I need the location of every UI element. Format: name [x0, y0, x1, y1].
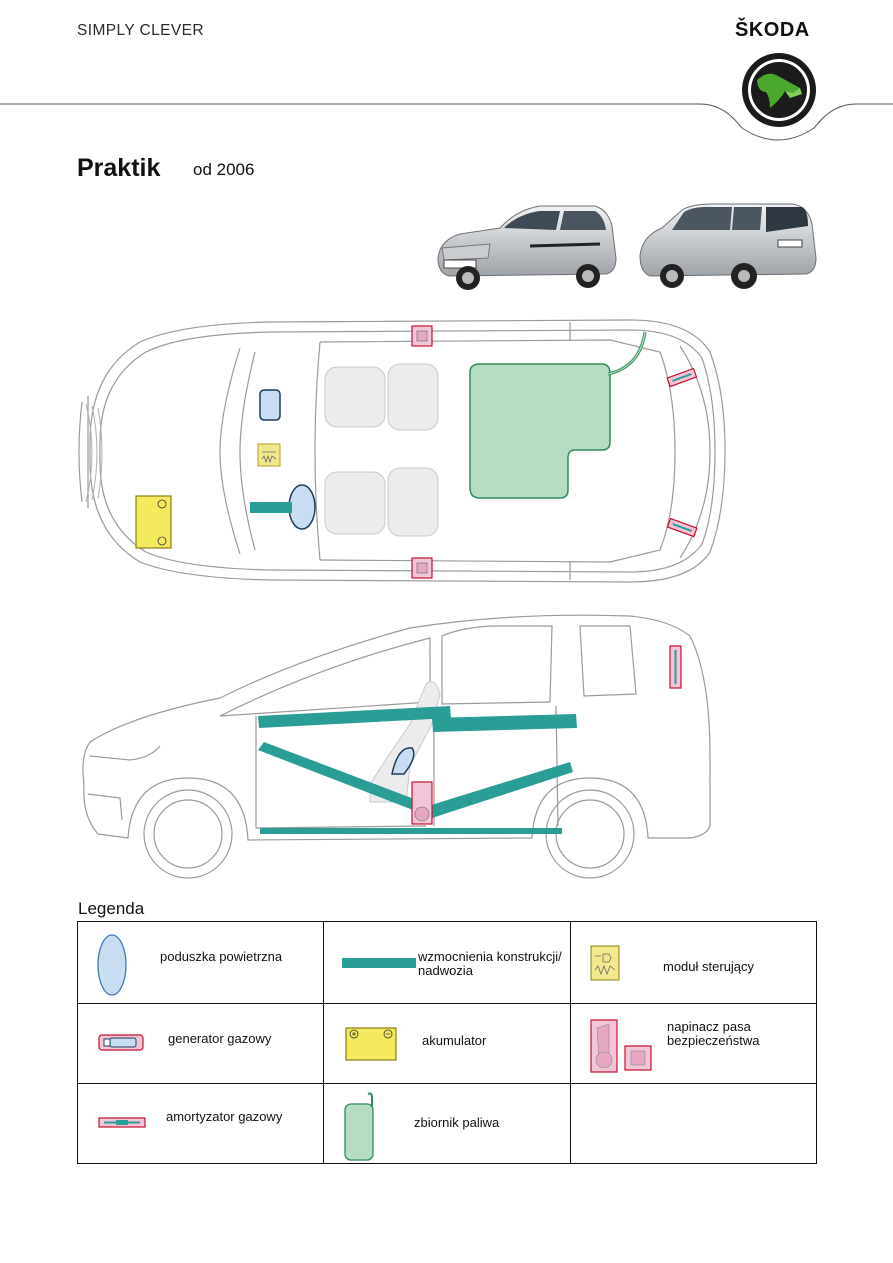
legend-item-reinforcement: wzmocnienia konstrukcji/ nadwozia [324, 922, 570, 1003]
fuel-filler-pipe [607, 331, 647, 376]
legend-item-control-module: moduł sterujący [571, 922, 817, 1003]
reinforcement-icon [342, 958, 416, 968]
legend-item-seatbelt-tensioner: napinacz pasa bezpieczeństwa [571, 1004, 817, 1085]
legend-label: amortyzator gazowy [166, 1109, 283, 1124]
car-rear-photo [639, 203, 817, 289]
front-seats [324, 363, 439, 537]
fuel-tank-icon [344, 1092, 374, 1161]
side-airbag [391, 747, 415, 775]
legend-item-airbag: poduszka powietrzna [78, 922, 324, 1003]
legend-item-gas-generator: generator gazowy [78, 1004, 324, 1085]
header-decoration [0, 53, 893, 141]
car-side-outline [82, 614, 711, 879]
legend-item-gas-strut: amortyzator gazowy [78, 1084, 324, 1165]
skoda-logo-icon [742, 53, 816, 127]
legend-label: moduł sterujący [663, 959, 755, 974]
steering-column-reinforcement [250, 502, 292, 513]
legend-item-battery: akumulator [324, 1004, 570, 1085]
passenger-airbag [259, 389, 281, 421]
legend-title: Legenda [78, 899, 145, 918]
seatbelt-tensioner-icon [590, 1019, 652, 1073]
legend-item-fuel-tank: zbiornik paliwa [324, 1084, 570, 1165]
legend-label: akumulator [422, 1033, 487, 1048]
car-top-view-diagram [78, 319, 726, 583]
legend-label: napinacz pasa bezpieczeństwa [667, 1019, 760, 1048]
legend-label: generator gazowy [168, 1031, 272, 1046]
gas-strut-icon [98, 1117, 146, 1128]
page-title: Praktik [77, 154, 161, 182]
slogan: SIMPLY CLEVER [77, 22, 204, 39]
legend-label: wzmocnienia konstrukcji/ nadwozia [418, 949, 562, 978]
brand-wordmark: ŠKODA [735, 19, 810, 41]
control-module-icon [590, 945, 620, 981]
page-subtitle: od 2006 [193, 160, 255, 179]
airbag-icon [97, 934, 127, 996]
car-side-view-diagram [82, 614, 711, 879]
driver-airbag [288, 484, 316, 530]
legend-table: poduszka powietrzna wzmocnienia konstruk… [77, 921, 817, 1164]
legend-label: zbiornik paliwa [414, 1115, 500, 1130]
car-top-outline [78, 319, 726, 583]
fuel-tank [469, 363, 611, 499]
legend-item-empty [571, 1084, 817, 1165]
front-grille [85, 403, 103, 503]
gas-strut-lower [666, 517, 698, 538]
legend-label: poduszka powietrzna [160, 949, 283, 964]
control-module [257, 443, 281, 467]
gas-generator-icon [98, 1034, 144, 1051]
car-front-photo [437, 205, 617, 290]
battery-icon [345, 1027, 397, 1061]
body-reinforcements [258, 706, 577, 834]
gas-strut-upper [666, 367, 698, 388]
